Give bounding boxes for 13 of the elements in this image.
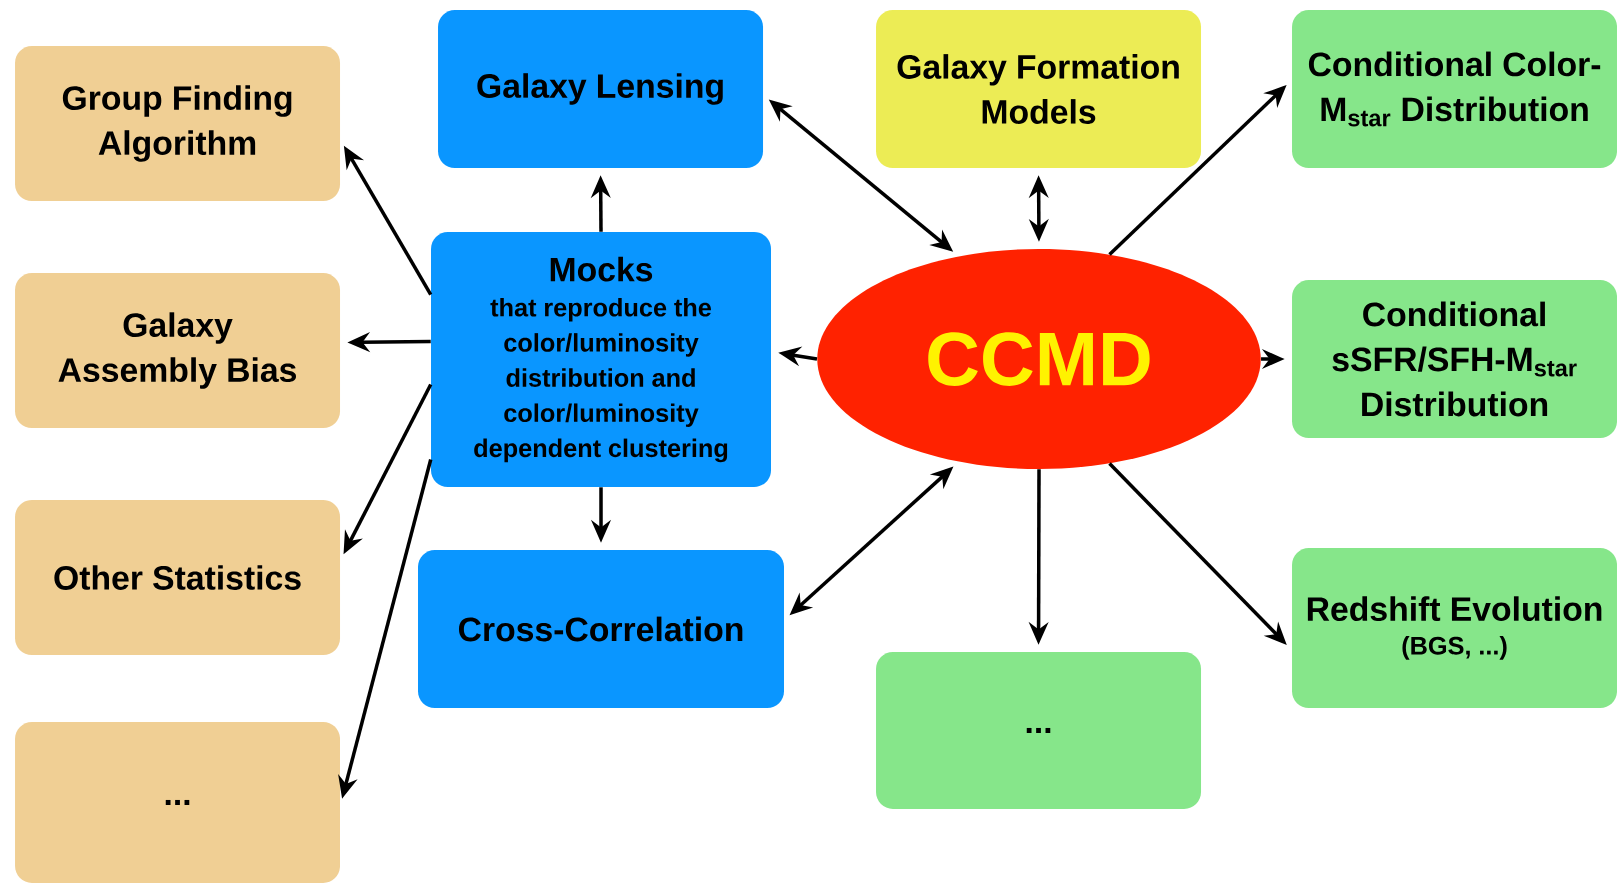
ellipse-node: CCMD <box>817 249 1261 469</box>
process-box: Cross-Correlation <box>418 550 784 708</box>
process-box: Group Finding Algorithm <box>15 46 341 201</box>
process-box: ... <box>15 722 341 883</box>
process-box: Galaxy Formation Models <box>876 10 1202 168</box>
process-box: Galaxy Lensing <box>438 10 764 168</box>
process-box: Galaxy Assembly Bias <box>15 273 341 428</box>
process-box: Other Statistics <box>15 500 341 655</box>
process-box: Mocks that reproduce the color/luminosity distribution and color/luminosity dependent clustering <box>431 232 771 487</box>
process-box: Redshift Evolution (BGS, ...) <box>1292 548 1617 708</box>
process-box: Conditional sSFR/SFH-M$_{star}$ Distribution <box>1292 280 1617 438</box>
process-box: ... <box>876 651 1202 809</box>
process-box: Conditional Color-M$_{star}$ Distribution <box>1292 10 1617 168</box>
